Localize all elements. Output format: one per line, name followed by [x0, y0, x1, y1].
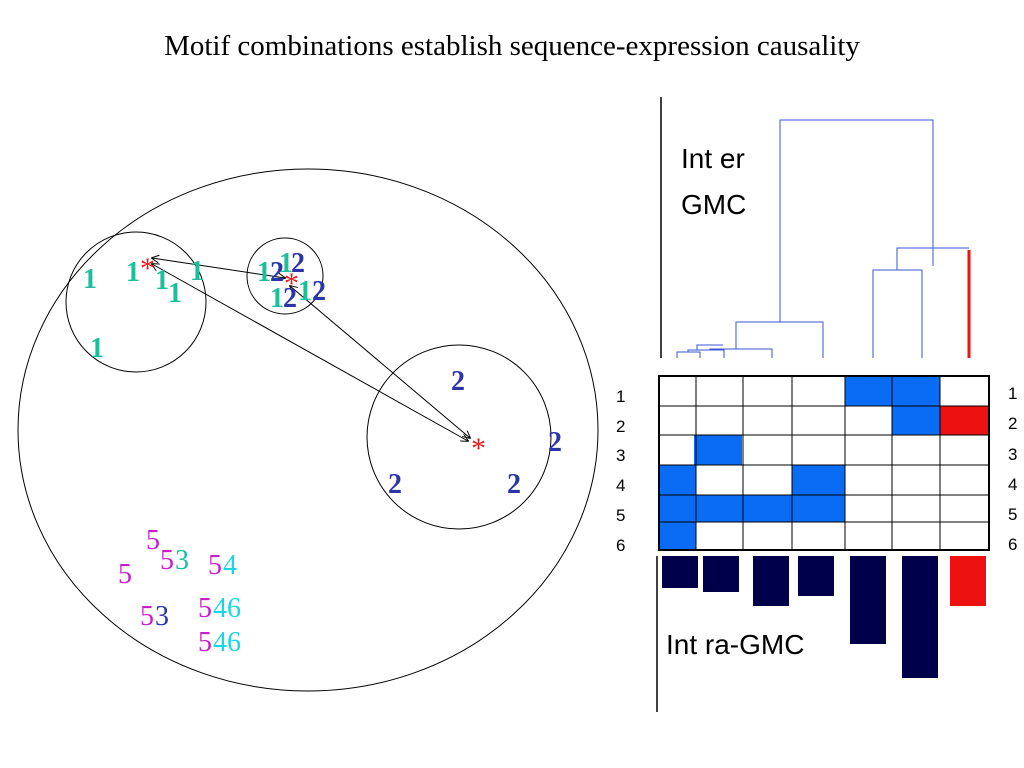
- heatmap-cell-blue: [694, 435, 742, 465]
- inter-label-line1: Int er: [681, 143, 745, 174]
- intra-gmc-bars: [662, 556, 986, 678]
- cluster-b-label: 1: [298, 276, 312, 307]
- cluster-b-label: 2: [312, 276, 326, 307]
- row-label-right: 4: [1008, 475, 1017, 494]
- dendrogram-branch: [687, 349, 725, 358]
- heatmap-cell-blue: [792, 465, 845, 495]
- dendrogram-branch: [676, 351, 701, 358]
- loose-label: 5: [146, 525, 160, 556]
- heatmap-cell-blue: [660, 522, 696, 549]
- loose-label: 3: [155, 601, 169, 632]
- centroid-markers: * * *: [140, 252, 486, 465]
- cluster-b-label: 2: [270, 257, 284, 288]
- loose-label: 5: [118, 559, 132, 590]
- intra-gmc-label: Int ra-GMC: [666, 629, 804, 660]
- heatmap-cell-blue: [660, 495, 845, 522]
- outer-cluster-ellipse: [17, 168, 599, 692]
- row-label-left: 2: [616, 417, 625, 436]
- cluster-c-label: 2: [388, 469, 402, 500]
- loose-label: 6: [227, 627, 241, 658]
- cluster-a-label: 1: [126, 257, 140, 288]
- loose-label: 5: [198, 593, 212, 624]
- loose-label: 5: [160, 545, 174, 576]
- dendrogram-branch: [735, 321, 824, 358]
- loose-label: 5: [208, 550, 222, 581]
- cluster-a-label: 1: [190, 256, 204, 287]
- intra-gmc-bar: [850, 556, 886, 644]
- dendrogram-branch: [779, 119, 934, 322]
- row-label-right: 2: [1008, 414, 1017, 433]
- cluster-c-label: 2: [451, 366, 465, 397]
- heatmap-cell-blue: [660, 465, 696, 495]
- loose-label: 4: [223, 550, 237, 581]
- cluster-a-label: 1: [155, 265, 169, 296]
- row-labels-right: 1 2 3 4 5 6: [1008, 384, 1017, 554]
- heatmap-frame: [658, 375, 990, 551]
- intra-gmc-bar: [950, 556, 986, 606]
- row-label-left: 1: [616, 387, 625, 406]
- cluster-c-labels: 2 2 2 2: [388, 366, 562, 500]
- dendrogram-branch: [896, 247, 969, 270]
- cluster-b-label: 2: [291, 248, 305, 279]
- cluster-a-circle: [65, 231, 207, 373]
- intra-gmc-bar: [703, 556, 739, 592]
- intra-gmc-bar: [902, 556, 938, 678]
- loose-label: 5: [140, 601, 154, 632]
- intra-gmc-bar: [662, 556, 698, 588]
- row-label-left: 5: [616, 506, 625, 525]
- cluster-b-label: 2: [283, 283, 297, 314]
- dendrogram-branch: [709, 348, 773, 358]
- row-label-right: 5: [1008, 505, 1017, 524]
- loose-label: 5: [198, 627, 212, 658]
- row-label-left: 6: [616, 536, 625, 555]
- cluster-b-label: 1: [257, 257, 271, 288]
- cluster-a-labels: 1 1 1 1 1 1: [83, 256, 204, 364]
- loose-label: 3: [175, 545, 189, 576]
- centroid-marker: *: [284, 267, 299, 300]
- centroid-marker: *: [140, 252, 155, 285]
- row-labels-left: 1 2 3 4 5 6: [616, 387, 625, 555]
- cluster-b-label: 1: [279, 248, 293, 279]
- loose-labels: 5 5 3 5 5 4 5 3 5 4 6 5 4 6: [118, 525, 241, 658]
- loose-label: 4: [213, 593, 227, 624]
- centroid-marker: *: [471, 432, 486, 465]
- row-label-left: 4: [616, 476, 625, 495]
- cluster-c-label: 2: [548, 427, 562, 458]
- heatmap-cell-blue: [892, 406, 940, 435]
- inter-label-line2: GMC: [681, 189, 746, 220]
- dendrogram-branch: [872, 269, 923, 358]
- page-title: Motif combinations establish sequence-ex…: [164, 30, 860, 62]
- inter-gmc-label: Int er GMC: [681, 143, 746, 220]
- cluster-a-label: 1: [90, 333, 104, 364]
- dendrogram: [676, 119, 969, 358]
- dendrogram-branch: [696, 344, 723, 350]
- cluster-a-label: 1: [83, 264, 97, 295]
- intra-gmc-bar: [753, 556, 789, 606]
- loose-label: 6: [227, 593, 241, 624]
- loose-label: 4: [213, 627, 227, 658]
- heatmap: [658, 375, 990, 551]
- intra-gmc-bar: [798, 556, 834, 596]
- row-label-left: 3: [616, 446, 625, 465]
- cluster-a-label: 1: [168, 278, 182, 309]
- heatmap-cell-red: [940, 406, 988, 435]
- row-label-right: 1: [1008, 384, 1017, 403]
- row-label-right: 3: [1008, 445, 1017, 464]
- cluster-b-labels: 1 2 1 2 1 2 1 2: [257, 248, 326, 314]
- cluster-b-label: 1: [270, 283, 284, 314]
- row-label-right: 6: [1008, 535, 1017, 554]
- cluster-c-label: 2: [507, 469, 521, 500]
- arrow-b-to-c: [290, 286, 470, 438]
